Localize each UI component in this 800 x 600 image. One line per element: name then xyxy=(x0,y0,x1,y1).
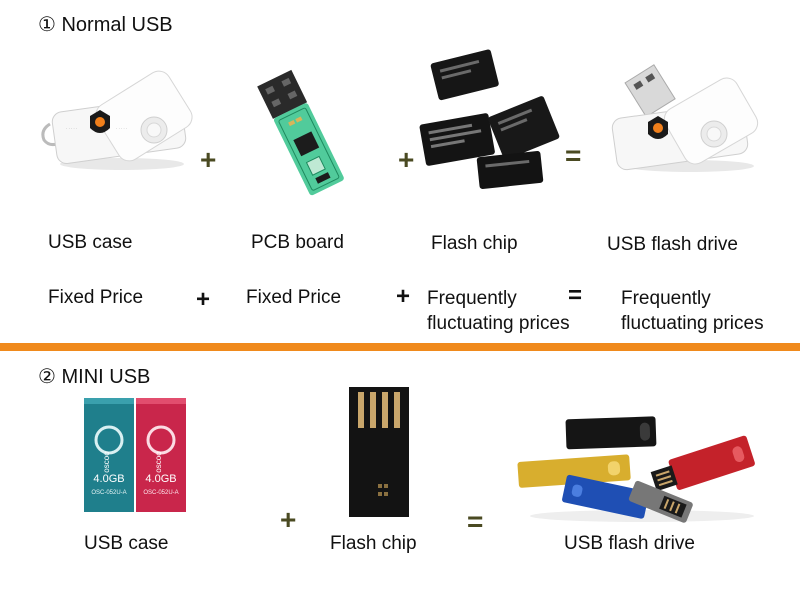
mini-usb-flash-drive-image xyxy=(517,416,755,523)
equals-operator: = xyxy=(568,282,583,309)
equals-operator: = xyxy=(565,140,582,171)
mini-case-model-teal: OSC-052U-A xyxy=(91,490,126,496)
usb-case-image: · · · · · · · · · · xyxy=(41,70,193,170)
usb-flash-drive-price-line1: Frequently xyxy=(621,288,711,309)
plus-operator: + xyxy=(396,283,411,310)
usb-case-price: Fixed Price xyxy=(48,287,144,308)
mini-flash-chip-label: Flash chip xyxy=(330,533,417,554)
flash-chip-price-line1: Frequently xyxy=(427,288,517,309)
section-normal-usb-heading: ① Normal USB xyxy=(38,14,173,36)
mini-usb-flash-drive-label: USB flash drive xyxy=(564,533,695,554)
plus-operator: + xyxy=(196,286,211,313)
flash-chip-price-line2: fluctuating prices xyxy=(427,313,570,334)
usb-flash-drive-price-line2: fluctuating prices xyxy=(621,313,764,334)
usb-flash-drive-image xyxy=(611,64,759,172)
mini-case-capacity-teal: 4.0GB xyxy=(93,473,124,485)
mini-case-brand-teal: oscoo xyxy=(102,451,111,473)
flash-chip-price: Frequently fluctuating prices xyxy=(427,286,570,336)
usb-flash-drive-label: USB flash drive xyxy=(607,234,738,255)
pcb-board-label: PCB board xyxy=(251,232,344,253)
plus-operator: + xyxy=(398,144,415,175)
flash-chip-label: Flash chip xyxy=(431,233,518,254)
mini-flash-chip-image xyxy=(349,387,409,517)
mini-case-brand-red: oscoo xyxy=(154,451,163,473)
pcb-board-image xyxy=(257,69,344,196)
flash-chips-image xyxy=(419,49,560,189)
svg-text:· · · · ·: · · · · · xyxy=(116,126,127,131)
mini-case-capacity-red: 4.0GB xyxy=(145,473,176,485)
usb-case-label: USB case xyxy=(48,232,133,253)
plus-operator: + xyxy=(280,504,297,535)
plus-operator: + xyxy=(200,144,217,175)
section-divider xyxy=(0,343,800,351)
usb-flash-drive-price: Frequently fluctuating prices xyxy=(621,286,764,336)
mini-usb-case-label: USB case xyxy=(84,533,169,554)
equals-operator: = xyxy=(467,506,484,537)
mini-case-model-red: OSC-052U-A xyxy=(143,490,178,496)
pcb-board-price: Fixed Price xyxy=(246,287,342,308)
mini-usb-case-image: 4.0GB 4.0GB OSC-052U-A OSC-052U-A oscoo … xyxy=(84,398,186,512)
section-mini-usb-heading: ② MINI USB xyxy=(38,366,151,388)
svg-text:· · · · ·: · · · · · xyxy=(66,126,77,131)
